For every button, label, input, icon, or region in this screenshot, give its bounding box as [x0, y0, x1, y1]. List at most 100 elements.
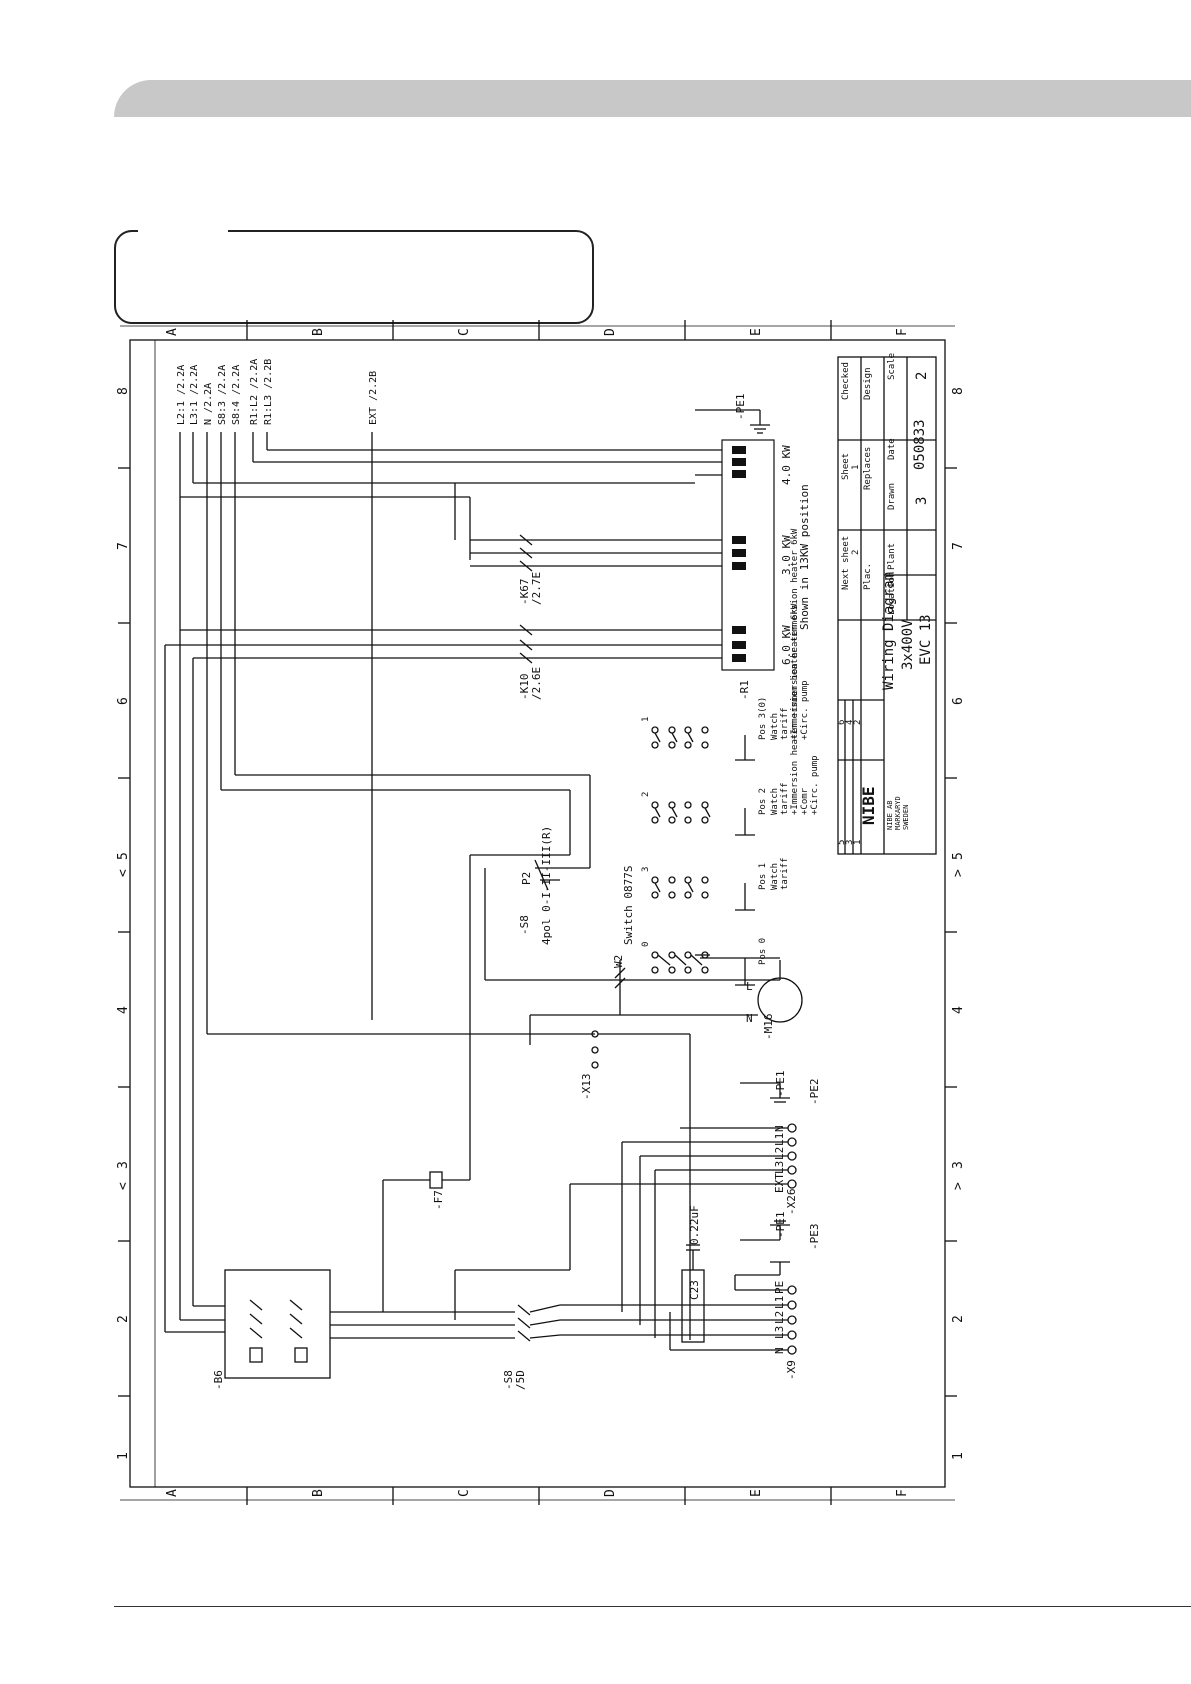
x9-terminal-label: L2 — [773, 1311, 786, 1324]
switch-pos-title: Pos 3(0) — [758, 697, 768, 740]
row-arrow-right: > — [951, 1182, 966, 1190]
switch-s8-label: -S8 — [518, 915, 531, 935]
switch-pos-line: +Circ. pump — [800, 680, 810, 740]
switch-pos-title: Pos 2 — [758, 788, 768, 815]
switch-pos-line: +Immersion heater +immersion heater 6kW — [790, 603, 800, 815]
motor-l-label: L — [746, 980, 753, 993]
switch-pos-num: 0 — [641, 942, 651, 947]
pe3-label: -PE3 — [808, 1224, 821, 1251]
tb-sheet-value: 1 — [851, 465, 861, 470]
switch-pos-title: Pos 1 — [758, 863, 768, 890]
switch-s8-p2: P2 — [520, 872, 533, 885]
pe1-top-label: -PE1 — [734, 394, 747, 421]
col-label-top: A — [165, 328, 180, 336]
switch-pos-2 — [651, 801, 755, 836]
col-label-top: F — [895, 328, 910, 336]
x26-terminal-label: L2 — [773, 1147, 786, 1160]
fuse-f7-label: -F7 — [432, 1190, 445, 1210]
terminal-x26-label: -X26 — [785, 1189, 798, 1216]
x9-terminal-label: L1 — [773, 1296, 786, 1309]
tb-location: Location — [887, 572, 897, 615]
footer-rule — [114, 1606, 1191, 1607]
tb-replaces: Replaces — [863, 447, 873, 490]
tb-revision: 6 — [837, 720, 847, 725]
tb-sheet-index: 3 — [914, 497, 930, 505]
pe1-low-label: -PE1 — [774, 1212, 787, 1239]
pe1-mid-label: -PE1 — [774, 1071, 787, 1098]
row-label-right: 5 — [951, 852, 966, 860]
breaker-b6-symbol — [224, 1269, 331, 1379]
contactor-k10-ref: /2.6E — [530, 667, 543, 700]
tb-sheet-total: 2 — [914, 372, 930, 380]
switch-pos-line: Watch — [770, 713, 780, 740]
col-label-top: B — [311, 328, 326, 336]
switch-pos-num: 3 — [641, 867, 651, 872]
row-label-left: 1 — [116, 1452, 131, 1460]
contactor-k67-ref: /2.7E — [530, 572, 543, 605]
switch-pos-1 — [651, 726, 755, 761]
switch-pos-line: +Comr — [800, 787, 810, 815]
heater-6kw-label: 6.0 KW — [780, 625, 793, 665]
tb-next-sheet-value: 2 — [851, 550, 861, 555]
terminal-x13-label: -X13 — [580, 1074, 593, 1101]
switch-pos-3 — [651, 876, 755, 911]
row-label-left: 7 — [116, 542, 131, 550]
switch-pos-line: Watch — [770, 863, 780, 890]
row-label-right: 6 — [951, 697, 966, 705]
capacitor-value-label: 0.22uF — [688, 1205, 701, 1245]
line-label-ext: EXT /2.2B — [368, 371, 379, 425]
row-label-left: 6 — [116, 697, 131, 705]
col-label-top: E — [749, 328, 764, 336]
switch-number: Switch 0877S — [622, 866, 635, 945]
switch-pos-line: Watch — [770, 788, 780, 815]
row-label-right: 3 — [951, 1161, 966, 1169]
tb-plac: Plac. — [863, 563, 873, 590]
tb-revision: 2 — [853, 720, 863, 725]
tb-plant: Plant — [887, 543, 897, 570]
row-label-right: 7 — [951, 542, 966, 550]
breaker-b6-label: -B6 — [212, 1370, 225, 1390]
switch-pos-line: tariff — [780, 707, 790, 740]
line-label-s8-4: S8:4 /2.2A — [231, 365, 242, 425]
row-label-left: 2 — [116, 1315, 131, 1323]
row-label-right: 2 — [951, 1315, 966, 1323]
motor-m16-label: -M16 — [762, 1014, 775, 1041]
col-label-top: D — [603, 328, 618, 336]
tb-design: Design — [863, 367, 873, 400]
tb-revision: 4 — [845, 720, 855, 725]
col-label-bottom: B — [311, 1489, 326, 1497]
x9-terminal-label: L3 — [773, 1326, 786, 1339]
line-label-s8-3: S8:3 /2.2A — [217, 365, 228, 425]
line-label-r1-l3: R1:L3 /2.2B — [263, 359, 274, 425]
drawing-frame — [129, 339, 946, 1488]
tb-title-line1: Wiring Diagram — [881, 572, 897, 690]
tb-next-sheet: Next sheet — [841, 536, 851, 590]
tb-drawn: Drawn — [887, 483, 897, 510]
tb-company: MARKARYD — [894, 796, 902, 830]
switch-pos-num: 1 — [641, 717, 651, 722]
switch-pos-title: Pos 0 — [758, 938, 768, 965]
callout-notch — [138, 226, 228, 234]
switch-s8-lower-label: -S8 — [502, 1370, 515, 1390]
col-label-bottom: F — [895, 1489, 910, 1497]
line-label-l3: L3:1 /2.2A — [189, 365, 200, 425]
row-label-left: 4 — [116, 1006, 131, 1014]
motor-w2-label: W2 — [612, 955, 625, 968]
line-label-l2: L2:1 /2.2A — [176, 365, 187, 425]
switch-pos-line: tariff — [780, 782, 790, 815]
tb-scale: Scale — [887, 353, 897, 380]
row-label-left: 5 — [116, 852, 131, 860]
title-block-frame — [837, 356, 937, 855]
drawing-frame-inner — [154, 339, 946, 1488]
col-label-bottom: E — [749, 1489, 764, 1497]
heater-position-note: Shown in 13KW position — [798, 484, 811, 630]
x9-terminal-label: N — [773, 1347, 786, 1354]
tb-checked: Checked — [841, 362, 851, 400]
row-arrow-left: < — [116, 1182, 131, 1190]
contactor-k10-label: -K10 — [518, 674, 531, 701]
tb-revision: 1 — [853, 840, 863, 845]
heater-r1-label: -R1 — [738, 680, 751, 700]
x26-terminal-label: N — [773, 1125, 786, 1132]
line-label-n: N /2.2A — [203, 383, 214, 425]
